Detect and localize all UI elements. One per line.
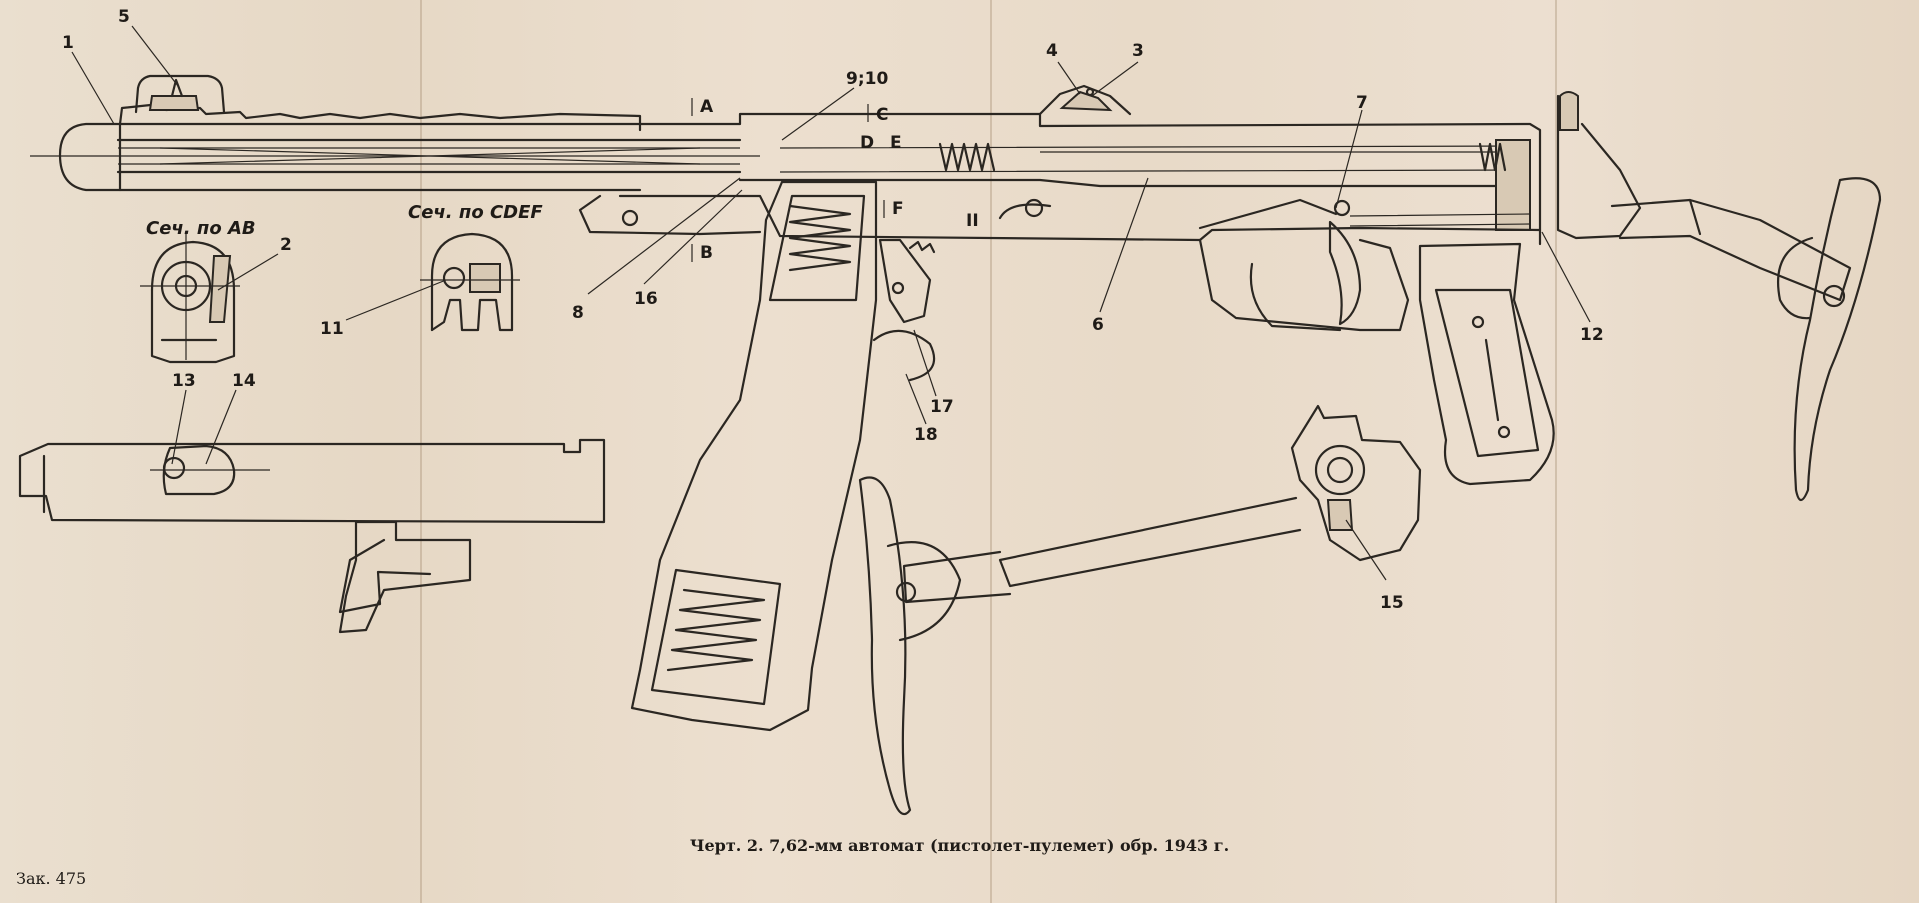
section-label-ab: Сеч. по AB [146,218,256,239]
part-number-13: 13 [172,371,196,391]
magazine-catch [872,238,936,382]
section-roman-label: II [966,211,979,231]
receiver-side-view [18,438,606,634]
part-number-15: 15 [1380,593,1404,613]
part-numbers: 1 5 2 3 4 6 7 8 9;10 11 12 13 14 15 16 1… [62,7,1604,613]
section-cdef [420,232,520,332]
section-label-cdef: Сеч. по CDEF [408,202,543,223]
part-number-11: 11 [320,319,344,339]
part-number-18: 18 [914,425,938,445]
order-number: Зак. 475 [16,869,87,888]
part-number-5: 5 [118,7,130,27]
paper-fold [420,0,422,903]
part-number-8: 8 [572,303,584,323]
section-ab [140,232,240,364]
part-number-1: 1 [62,33,74,53]
leader-lines [71,25,1591,581]
section-letter-d: D [860,133,874,153]
part-number-6: 6 [1092,315,1104,335]
section-letter-e: E [890,133,902,153]
rear-sight [1038,84,1132,116]
section-letter-a: A [700,97,714,117]
trigger-group [1198,198,1555,486]
barrel-jacket [30,102,760,192]
receiver [578,112,1542,242]
part-number-12: 12 [1580,325,1604,345]
folding-stock [1556,91,1882,502]
section-lettering: Сеч. по AB Сеч. по CDEF A B C D E F II [146,97,979,263]
part-number-14: 14 [232,371,256,391]
section-letter-c: C [876,105,888,125]
paper-fold [990,0,992,903]
folded-stock-detail [858,404,1422,816]
part-number-7: 7 [1356,93,1368,113]
part-number-4: 4 [1046,41,1058,61]
part-number-17: 17 [930,397,954,417]
front-sight [134,74,226,114]
part-number-3: 3 [1132,41,1144,61]
figure-caption: Черт. 2. 7,62-мм автомат (пистолет-пулем… [689,836,1230,855]
part-number-9-10: 9;10 [846,69,888,89]
section-letter-b: B [700,243,713,263]
section-letter-f: F [892,199,904,219]
part-number-2: 2 [280,235,292,255]
paper-fold [1555,0,1557,903]
part-number-16: 16 [634,289,658,309]
magazine [630,180,878,732]
